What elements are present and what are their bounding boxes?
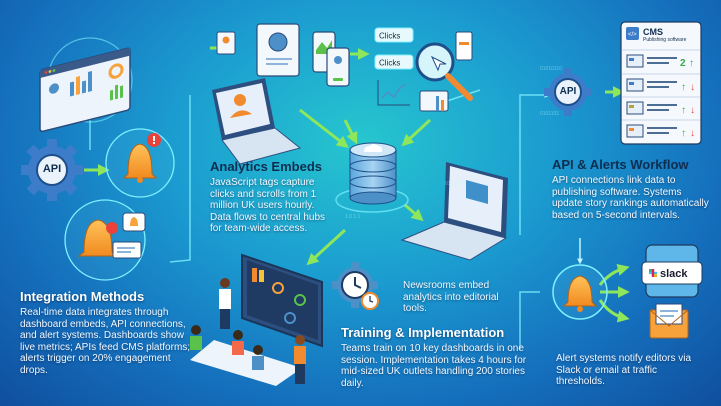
svg-text:↓: ↓ [690, 128, 695, 139]
newsroom-note: Newsrooms embed analytics into editorial… [403, 280, 513, 315]
email-icon [649, 303, 689, 339]
profile-card-icon [216, 23, 300, 77]
laptop-editorial-icon [400, 162, 508, 261]
cms-panel-icon: </> 2 ↑ ↑ ↓ ↑ ↓ ↑ ↓ [620, 21, 702, 145]
cms-subtitle: Publishing software [643, 37, 687, 43]
api-alerts-workflow-description: API connections link data to publishing … [552, 175, 709, 221]
api-gear-right-label: API [559, 86, 577, 97]
integration-methods-title: Integration Methods [20, 289, 145, 304]
training-implementation-title: Training & Implementation [341, 325, 505, 340]
flow-arrows [84, 42, 630, 323]
bell-alert-icon [105, 128, 175, 198]
training-implementation-description: Teams train on 10 key dashboards in one … [341, 343, 527, 389]
svg-text:Clicks: Clicks [379, 32, 400, 41]
svg-text:2: 2 [680, 58, 686, 69]
api-alerts-workflow-title: API & Alerts Workflow [552, 157, 689, 172]
svg-text:01010110: 01010110 [540, 66, 562, 72]
svg-text:0110101: 0110101 [445, 181, 464, 187]
newsroom-note-text: Newsrooms embed analytics into editorial… [403, 280, 499, 314]
svg-text:1 0 1 1: 1 0 1 1 [345, 214, 361, 220]
api-alerts-workflow-section: API & Alerts Workflow API connections li… [552, 157, 712, 221]
svg-text:slack: slack [660, 268, 688, 280]
integration-methods-description: Real-time data integrates through dashbo… [20, 307, 191, 376]
svg-text:↑: ↑ [689, 58, 694, 69]
analytics-embeds-section: Analytics Embeds JavaScript tags capture… [210, 159, 335, 235]
svg-text:</>: </> [628, 32, 637, 38]
alerts-notify-text: Alert systems notify editors via Slack o… [556, 353, 692, 387]
api-gear-label: API [42, 163, 62, 175]
slack-icon: slack [641, 244, 703, 298]
monitor-dashboard-icon [190, 253, 323, 386]
svg-text:Clicks: Clicks [379, 59, 400, 68]
api-gear-icon [21, 139, 83, 201]
bell-chat-icon [64, 199, 146, 281]
svg-text:↑: ↑ [681, 128, 686, 139]
cms-title: CMS [643, 27, 663, 37]
svg-text:↓: ↓ [690, 105, 695, 116]
svg-text:↑: ↑ [681, 105, 686, 116]
database-cloud-icon [335, 142, 409, 213]
laptop-icon [212, 78, 302, 165]
mobile-icon [312, 31, 350, 87]
api-gear-right-icon [544, 68, 592, 116]
bell-notify-icon [552, 238, 608, 320]
svg-text:↑: ↑ [681, 82, 686, 93]
alerts-notify-note: Alert systems notify editors via Slack o… [556, 353, 706, 388]
clock-gear-icon [332, 262, 379, 310]
training-implementation-section: Training & Implementation Teams train on… [341, 325, 531, 389]
dashboard-icon [39, 37, 133, 133]
analytics-embeds-description: JavaScript tags capture clicks and scrol… [210, 177, 326, 234]
svg-text:0101101: 0101101 [540, 111, 559, 117]
cms-header: CMS Publishing software [643, 27, 686, 43]
clicks-analysis-icon: Clicks Clicks [374, 27, 473, 112]
analytics-embeds-title: Analytics Embeds [210, 159, 322, 174]
integration-methods-section: Integration Methods Real-time data integ… [20, 289, 200, 376]
svg-text:↓: ↓ [690, 82, 695, 93]
